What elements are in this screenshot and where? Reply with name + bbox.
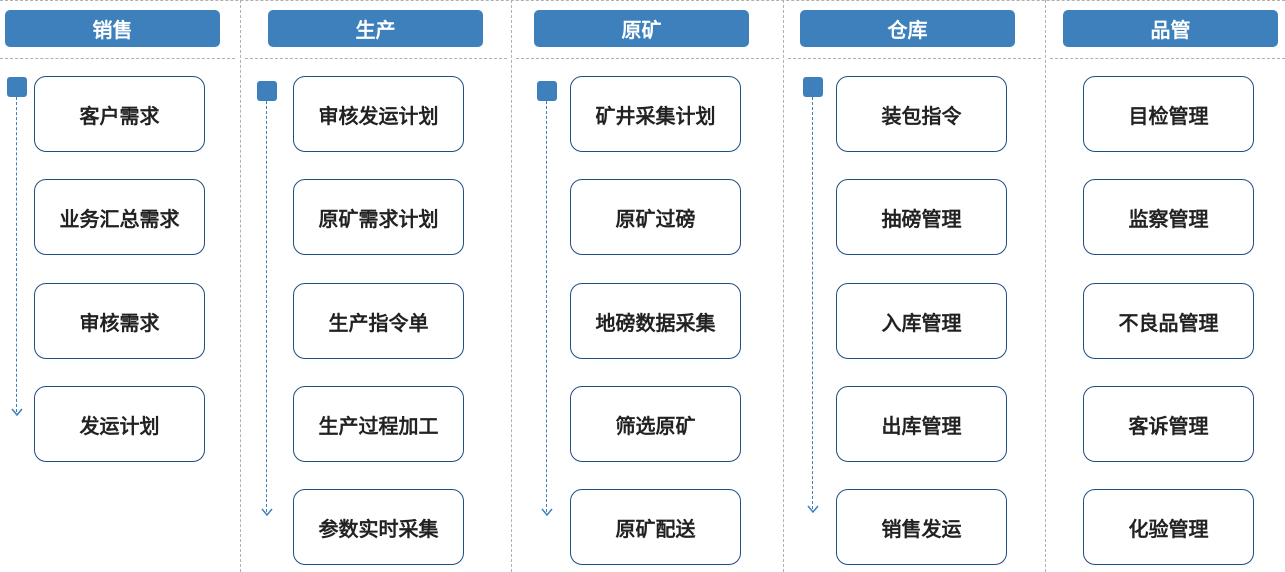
card-visual-inspection-management: 目检管理 xyxy=(1083,76,1254,152)
flow-arrow-head-icon xyxy=(541,508,553,516)
column-header-quality-control: 品管 xyxy=(1063,10,1278,47)
card-realtime-parameter-collection: 参数实时采集 xyxy=(293,489,464,565)
card-screen-ore: 筛选原矿 xyxy=(570,386,741,462)
column-header-sales: 销售 xyxy=(5,10,220,47)
card-shipping-plan: 发运计划 xyxy=(34,386,205,462)
card-production-order: 生产指令单 xyxy=(293,283,464,359)
card-sales-shipping: 销售发运 xyxy=(836,489,1007,565)
card-defective-product-management: 不良品管理 xyxy=(1083,283,1254,359)
flow-start-marker xyxy=(803,77,823,97)
card-outbound-management: 出库管理 xyxy=(836,386,1007,462)
card-sample-weighing-management: 抽磅管理 xyxy=(836,179,1007,255)
column-header-warehouse: 仓库 xyxy=(800,10,1015,47)
flow-arrow-head-icon xyxy=(807,505,819,513)
column-divider xyxy=(783,0,784,572)
top-divider xyxy=(0,0,1285,1)
header-separator xyxy=(245,58,507,59)
card-production-processing: 生产过程加工 xyxy=(293,386,464,462)
card-review-shipping-plan: 审核发运计划 xyxy=(293,76,464,152)
flow-start-marker xyxy=(537,81,557,101)
flow-arrow-head-icon xyxy=(11,408,23,416)
card-packing-order: 装包指令 xyxy=(836,76,1007,152)
header-separator xyxy=(1050,58,1285,59)
card-ore-demand-plan: 原矿需求计划 xyxy=(293,179,464,255)
card-scale-data-collection: 地磅数据采集 xyxy=(570,283,741,359)
flow-start-marker xyxy=(7,77,27,97)
flow-arrow-head-icon xyxy=(261,508,273,516)
header-separator xyxy=(516,58,779,59)
card-ore-weighing: 原矿过磅 xyxy=(570,179,741,255)
header-separator xyxy=(0,58,235,59)
flow-start-marker xyxy=(257,81,277,101)
flow-arrow-line xyxy=(266,101,267,512)
column-header-raw-ore: 原矿 xyxy=(534,10,749,47)
flow-arrow-line xyxy=(16,97,17,412)
card-ore-distribution: 原矿配送 xyxy=(570,489,741,565)
card-customer-demand: 客户需求 xyxy=(34,76,205,152)
card-mine-collection-plan: 矿井采集计划 xyxy=(570,76,741,152)
flow-arrow-line xyxy=(546,101,547,512)
flow-arrow-line xyxy=(812,97,813,509)
card-inbound-management: 入库管理 xyxy=(836,283,1007,359)
header-separator xyxy=(788,58,1041,59)
card-lab-test-management: 化验管理 xyxy=(1083,489,1254,565)
card-customer-complaint-management: 客诉管理 xyxy=(1083,386,1254,462)
card-review-demand: 审核需求 xyxy=(34,283,205,359)
column-divider xyxy=(511,0,512,572)
card-business-summary-demand: 业务汇总需求 xyxy=(34,179,205,255)
column-divider xyxy=(1045,0,1046,572)
column-header-production: 生产 xyxy=(268,10,483,47)
card-supervision-management: 监察管理 xyxy=(1083,179,1254,255)
column-divider xyxy=(240,0,241,572)
